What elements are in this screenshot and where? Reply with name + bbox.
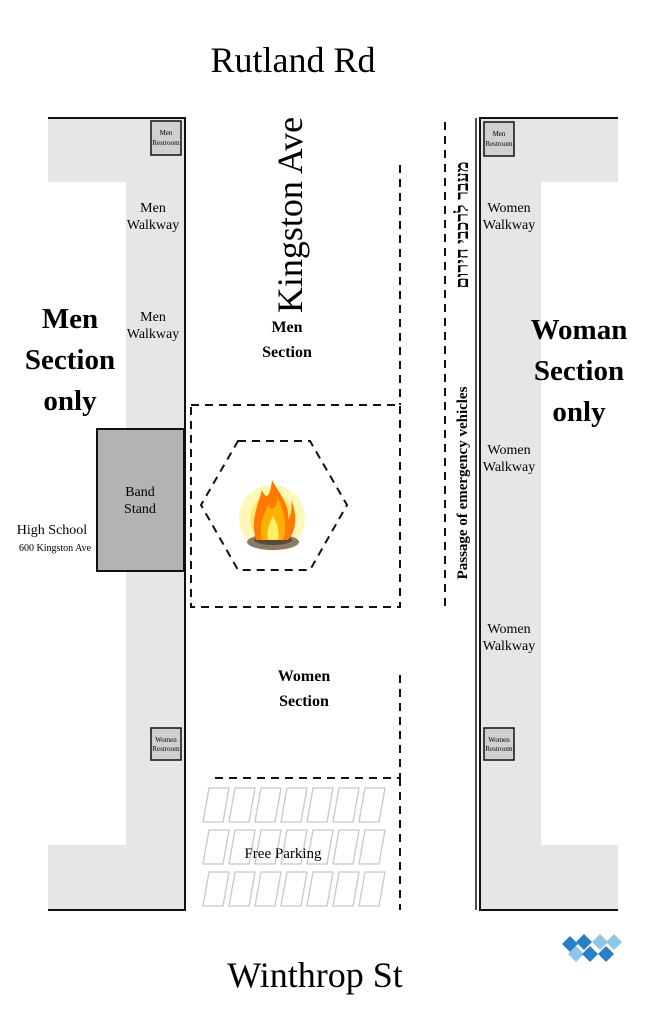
svg-text:Walkway: Walkway — [483, 639, 536, 654]
svg-text:Men: Men — [42, 303, 98, 335]
parking-stall — [358, 871, 386, 907]
parking-stall — [332, 871, 360, 907]
left-restroom-bottom: Women Restroom — [150, 727, 182, 761]
svg-text:Men: Men — [140, 310, 166, 325]
right-walkway-outline — [479, 117, 618, 911]
svg-text:Restroom: Restroom — [152, 745, 180, 753]
svg-text:only: only — [43, 385, 97, 417]
parking-stall — [202, 871, 230, 907]
svg-text:Stand: Stand — [124, 502, 156, 517]
svg-text:Section: Section — [262, 344, 312, 361]
right-section-label: Woman Section only — [531, 314, 628, 428]
parking-stall — [306, 787, 334, 823]
street-north-label: Rutland Rd — [210, 40, 375, 80]
right-restroom-top: Men Restroom — [483, 121, 515, 157]
bonfire-zone — [199, 440, 349, 571]
svg-text:Women: Women — [488, 736, 510, 744]
right-walkway-label-3: Women Walkway — [483, 622, 536, 654]
parking-stall — [202, 787, 230, 823]
right-restroom-bottom: Women Restroom — [483, 727, 515, 761]
svg-text:Section: Section — [534, 355, 624, 387]
parking-stall — [306, 829, 334, 865]
center-women-section-label: Women Section — [278, 668, 331, 710]
svg-text:Women: Women — [278, 668, 331, 685]
svg-text:Restroom: Restroom — [485, 745, 513, 753]
emergency-passage-label: Passage of emergency vehicles — [455, 386, 471, 579]
svg-text:Men: Men — [493, 130, 506, 138]
street-south-label: Winthrop St — [227, 955, 403, 995]
svg-text:Walkway: Walkway — [127, 327, 180, 342]
svg-text:Men: Men — [140, 201, 166, 216]
bonfire-icon — [239, 480, 305, 551]
svg-text:Walkway: Walkway — [483, 218, 536, 233]
svg-text:Restroom: Restroom — [152, 139, 180, 147]
svg-text:only: only — [552, 396, 606, 428]
svg-text:Women: Women — [487, 443, 530, 458]
street-main-label: Kingston Ave — [270, 117, 310, 313]
center-men-section-label: Men Section — [262, 319, 312, 361]
left-walkway-label-1: Men Walkway — [127, 201, 180, 233]
svg-text:Walkway: Walkway — [127, 218, 180, 233]
right-walkway — [480, 118, 618, 910]
svg-text:Women: Women — [487, 622, 530, 637]
svg-text:Women: Women — [487, 201, 530, 216]
building-name: High School — [17, 523, 88, 538]
left-walkway-label-2: Men Walkway — [127, 310, 180, 342]
right-walkway-label-1: Women Walkway — [483, 201, 536, 233]
svg-text:Men: Men — [271, 319, 302, 336]
svg-text:Band: Band — [125, 485, 155, 500]
left-walkway — [48, 118, 185, 910]
svg-text:Walkway: Walkway — [483, 460, 536, 475]
band-stand: Band Stand — [96, 428, 185, 572]
parking-stall — [202, 829, 230, 865]
logo-chevrons-icon — [562, 934, 622, 962]
parking-stall — [254, 871, 282, 907]
building-address: 600 Kingston Ave — [19, 543, 92, 554]
parking-stall — [280, 829, 308, 865]
parking-stall — [306, 871, 334, 907]
svg-text:Woman: Woman — [531, 314, 628, 346]
svg-text:Section: Section — [279, 693, 329, 710]
parking-lot — [202, 787, 386, 907]
svg-text:Men: Men — [160, 129, 173, 137]
parking-stall — [358, 829, 386, 865]
parking-stall — [254, 829, 282, 865]
left-section-label: Men Section only — [25, 303, 115, 417]
left-restroom-top: Men Restroom — [150, 120, 182, 156]
parking-stall — [228, 829, 256, 865]
svg-text:Section: Section — [25, 344, 115, 376]
parking-stall — [254, 787, 282, 823]
right-walkway-label-2: Women Walkway — [483, 443, 536, 475]
parking-stall — [332, 829, 360, 865]
parking-stall — [228, 787, 256, 823]
parking-stall — [358, 787, 386, 823]
parking-label: Free Parking — [244, 846, 322, 862]
parking-stall — [280, 787, 308, 823]
svg-text:Women: Women — [155, 736, 177, 744]
emergency-passage-hebrew-label: מעבר לרכבי חירום — [452, 162, 472, 289]
svg-text:Restroom: Restroom — [485, 140, 513, 148]
dashed-boundaries — [190, 122, 446, 910]
parking-stall — [280, 871, 308, 907]
parking-stall — [332, 787, 360, 823]
parking-stall — [228, 871, 256, 907]
